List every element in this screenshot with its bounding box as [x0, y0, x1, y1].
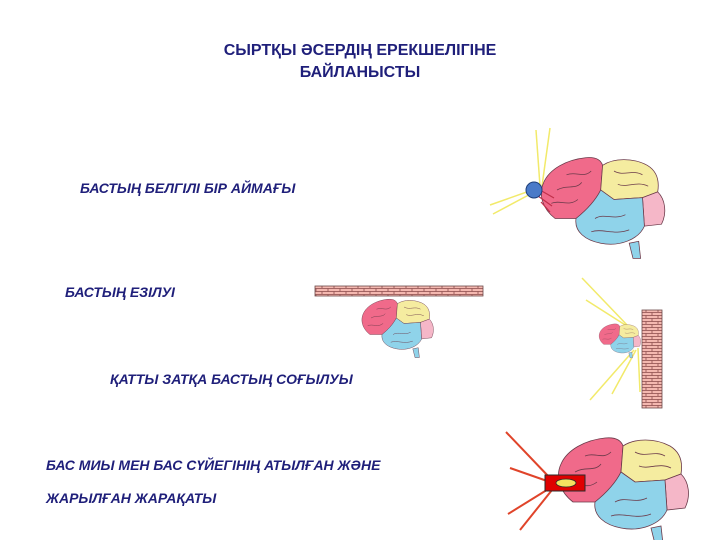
hard-object-group	[581, 277, 663, 409]
impact-rays-icon	[581, 277, 641, 401]
ball-icon	[525, 181, 543, 199]
label-hard-object-impact: ҚАТТЫ ЗАТҚА БАСТЫҢ СОҒЫЛУЫ	[110, 371, 353, 387]
brain-icon	[540, 157, 666, 259]
label-local-area: БАСТЫҢ БЕЛГІЛІ БІР АЙМАҒЫ	[80, 180, 296, 196]
label-gunshot-line-2: ЖАРЫЛҒАН ЖАРАҚАТЫ	[46, 490, 217, 506]
impact-rays-icon	[489, 127, 551, 215]
wound-rays-icon	[505, 431, 553, 531]
brick-wall-icon	[641, 309, 663, 409]
label-crushing: БАСТЫҢ ЕЗІЛУІ	[65, 284, 175, 300]
crushing-group	[314, 285, 484, 358]
title-line-1: СЫРТҚЫ ӘСЕРДІҢ ЕРЕКШЕЛІГІНЕ	[223, 42, 497, 59]
bullet-icon	[555, 478, 577, 488]
page-title: СЫРТҚЫ ӘСЕРДІҢ ЕРЕКШЕЛІГІНЕ БАЙЛАНЫСТЫ	[0, 40, 720, 84]
gunshot-group	[505, 431, 689, 540]
brain-icon	[361, 298, 434, 358]
local-impact-group	[489, 127, 666, 259]
title-line-2: БАЙЛАНЫСТЫ	[299, 64, 421, 81]
brick-plate-icon	[314, 285, 484, 297]
label-gunshot-line-1: БАС МИЫ МЕН БАС СҮЙЕГІНІҢ АТЫЛҒАН ЖӘНЕ	[46, 457, 381, 473]
